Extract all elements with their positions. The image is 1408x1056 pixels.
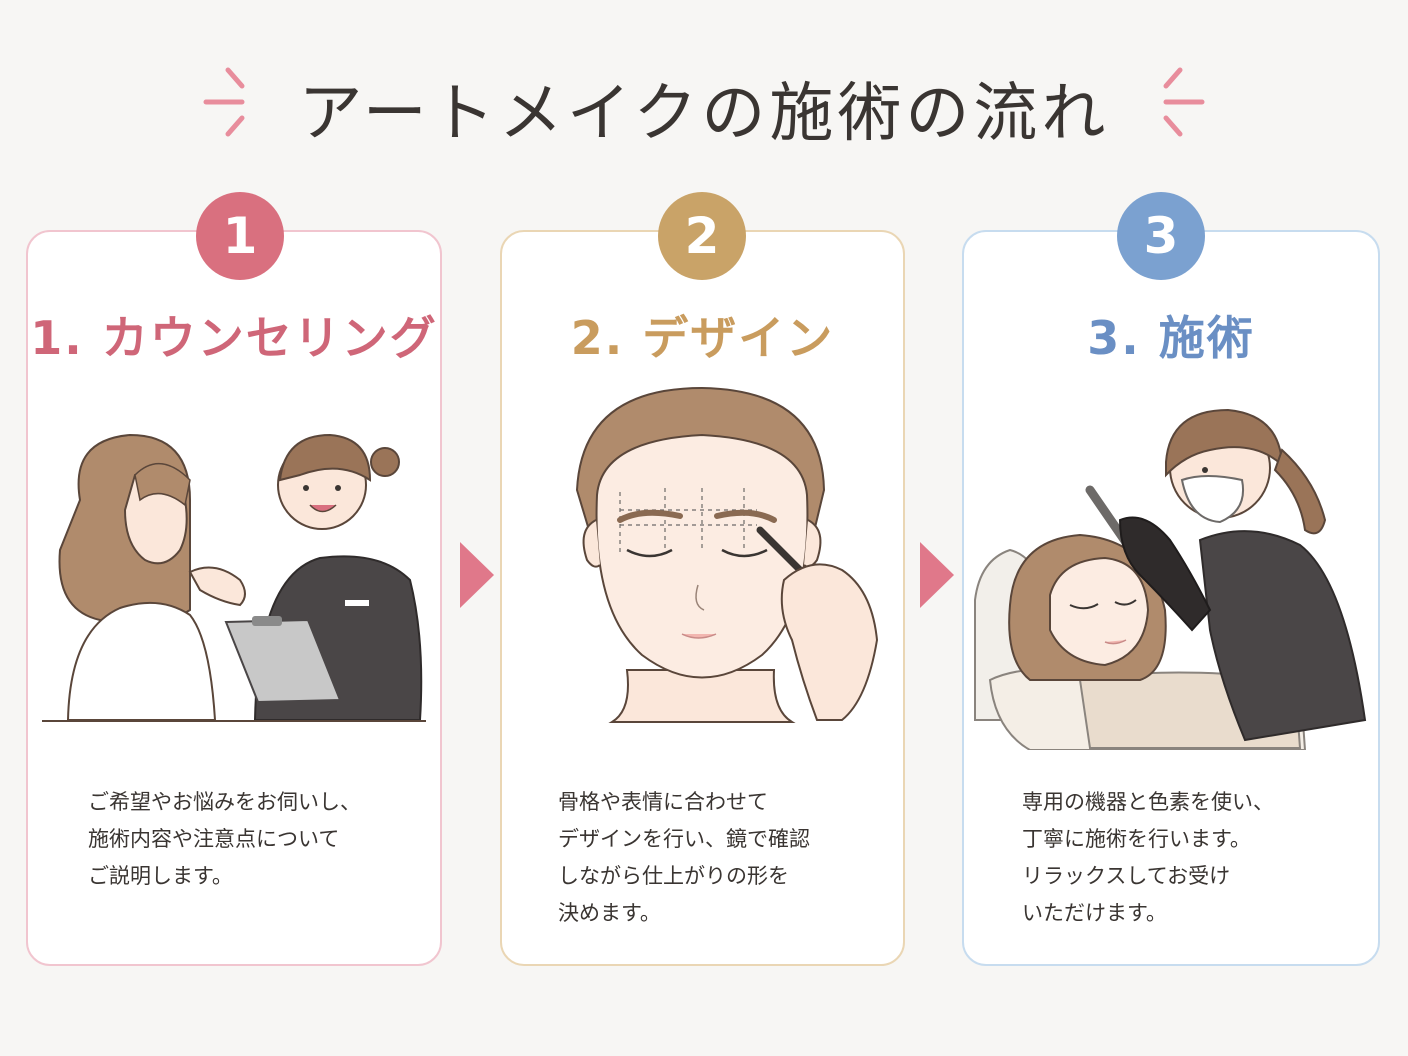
description-line: いただけます。 xyxy=(1022,901,1167,925)
treatment-illustration xyxy=(974,408,1367,750)
description-line: リラックスしてお受け xyxy=(1022,864,1231,888)
page-title: アートメイクの施術の流れ xyxy=(298,77,1110,151)
sparkle-right-icon xyxy=(1163,67,1205,137)
step-title-design: 2. デザイン xyxy=(570,311,835,365)
description-line: デザインを行い、鏡で確認 xyxy=(558,827,810,851)
design-illustration xyxy=(575,386,879,723)
step-title-counseling: 1. カウンセリング xyxy=(30,311,438,365)
description-line: しながら仕上がりの形を xyxy=(558,864,789,888)
step-title-treatment: 3. 施術 xyxy=(1087,311,1255,365)
counseling-illustration xyxy=(42,433,426,722)
description-line: 丁寧に施術を行います。 xyxy=(1022,827,1251,851)
description-line: ご希望やお悩みをお伺いし、 xyxy=(88,790,361,814)
description-line: 決めます。 xyxy=(558,901,661,925)
next-arrow-icon-1 xyxy=(460,542,494,608)
step-number-badge-3: 3 xyxy=(1117,192,1205,280)
next-arrow-icon-2 xyxy=(920,542,954,608)
sparkle-left-icon xyxy=(203,67,245,137)
description-line: 骨格や表情に合わせて xyxy=(558,790,768,814)
description-line: ご説明します。 xyxy=(88,864,233,888)
step-number-badge-1: 1 xyxy=(196,192,284,280)
step-description-treatment: 専用の機器と色素を使い、 丁寧に施術を行います。 リラックスしてお受け いただけ… xyxy=(1022,784,1274,932)
step-description-counseling: ご希望やお悩みをお伺いし、 施術内容や注意点について ご説明します。 xyxy=(88,784,361,895)
description-line: 施術内容や注意点について xyxy=(88,827,340,851)
description-line: 専用の機器と色素を使い、 xyxy=(1022,790,1274,814)
step-description-design: 骨格や表情に合わせて デザインを行い、鏡で確認 しながら仕上がりの形を 決めます… xyxy=(558,784,810,932)
step-number-badge-2: 2 xyxy=(658,192,746,280)
title-area: アートメイクの施術の流れ xyxy=(0,58,1408,158)
